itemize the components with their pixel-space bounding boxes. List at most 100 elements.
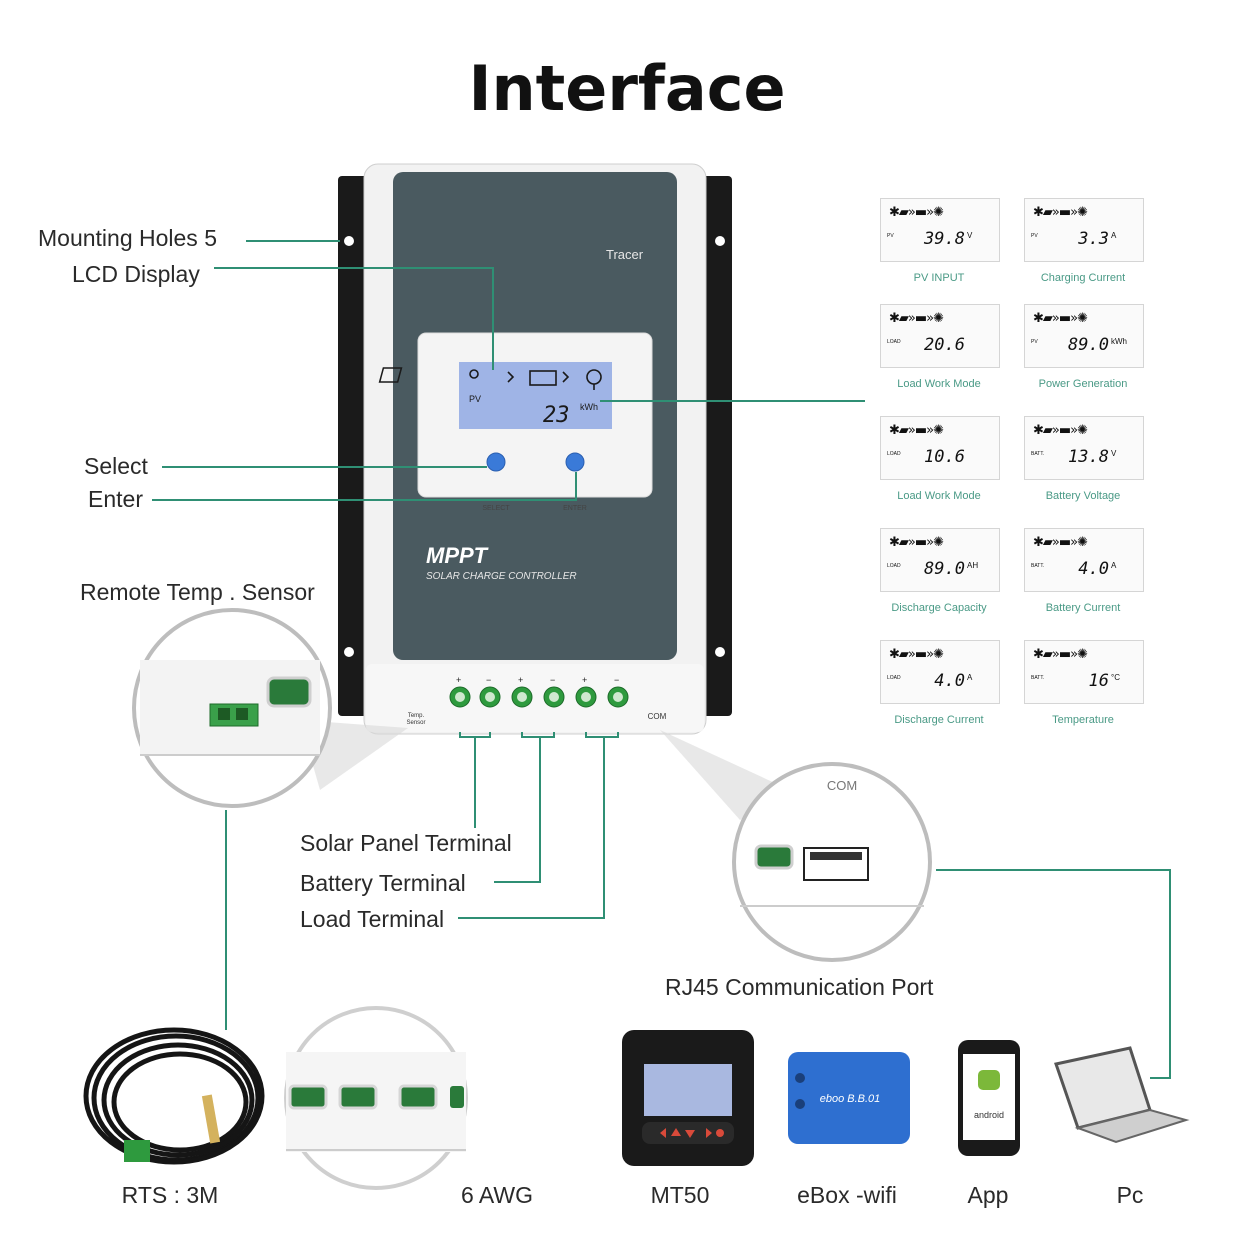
lcd-screen bbox=[459, 362, 612, 429]
lcd-panel-caption: Power Generation bbox=[1038, 378, 1128, 390]
lcd-panel: ✱▰»▬»✺ LOAD 89.0 AH bbox=[880, 528, 1000, 592]
terminal-polarity-sign: − bbox=[614, 675, 619, 685]
lcd-icons bbox=[378, 367, 602, 390]
com-zoom-label: COM bbox=[827, 778, 857, 793]
lcd-panel-icons: ✱▰»▬»✺ bbox=[889, 535, 944, 550]
lcd-main-value: 23 bbox=[543, 403, 570, 428]
lcd-panel-caption: PV INPUT bbox=[913, 272, 965, 284]
com-port-label: COM bbox=[648, 712, 667, 721]
lcd-panel-icons: ✱▰»▬»✺ bbox=[889, 205, 944, 220]
lcd-panel: ✱▰»▬»✺ LOAD 10.6 bbox=[880, 416, 1000, 480]
lcd-panel-tag: LOAD bbox=[887, 675, 901, 681]
temp-sensor-label-2: Sensor bbox=[406, 720, 425, 726]
lcd-panel-icons: ✱▰»▬»✺ bbox=[1033, 311, 1088, 326]
lcd-panel-value: 3.3 bbox=[1078, 229, 1109, 249]
lcd-panel-caption: Charging Current bbox=[1040, 272, 1126, 284]
terminal-screw-head bbox=[485, 692, 495, 702]
terminal-screw-head bbox=[549, 692, 559, 702]
lcd-panel-unit: A bbox=[967, 673, 973, 682]
terminal-polarity-sign: + bbox=[456, 675, 461, 685]
lcd-panel: ✱▰»▬»✺ BATT. 16 °C bbox=[1024, 640, 1144, 704]
lcd-panel-tag: PV bbox=[1031, 233, 1038, 239]
awg-label: 6 AWG bbox=[461, 1182, 533, 1208]
remote-temp-sensor-label: Remote Temp . Sensor bbox=[80, 579, 315, 605]
terminal-screw-head bbox=[581, 692, 591, 702]
lcd-panel: ✱▰»▬»✺ PV 39.8 V bbox=[880, 198, 1000, 262]
lcd-panel-unit: V bbox=[1111, 449, 1117, 458]
lcd-panel-icons: ✱▰»▬»✺ bbox=[1033, 647, 1088, 662]
lcd-panel-tag: BATT. bbox=[1031, 675, 1045, 681]
lcd-panel-icons: ✱▰»▬»✺ bbox=[1033, 535, 1088, 550]
lcd-panel-caption: Battery Current bbox=[1045, 602, 1121, 614]
model-label: MPPT bbox=[426, 543, 489, 568]
lcd-panel-caption: Load Work Mode bbox=[897, 490, 981, 502]
lcd-panel: ✱▰»▬»✺ LOAD 4.0 A bbox=[880, 640, 1000, 704]
lcd-panel-unit: A bbox=[1111, 561, 1117, 570]
lcd-panel-value: 20.6 bbox=[924, 335, 965, 355]
lcd-panel-unit: kWh bbox=[1111, 337, 1127, 346]
lcd-panel-tag: LOAD bbox=[887, 451, 901, 457]
ebox-label: eboo B.B.01 bbox=[820, 1093, 881, 1105]
lcd-display-label: LCD Display bbox=[72, 261, 200, 287]
select-button-shape bbox=[486, 452, 506, 472]
lcd-panel-icons: ✱▰»▬»✺ bbox=[889, 647, 944, 662]
subtitle-label: SOLAR CHARGE CONTROLLER bbox=[426, 571, 577, 582]
lcd-panel: ✱▰»▬»✺ LOAD 20.6 bbox=[880, 304, 1000, 368]
brand-label: Tracer bbox=[606, 247, 644, 262]
lcd-panel-unit: °C bbox=[1111, 673, 1120, 682]
terminal-polarity-sign: − bbox=[550, 675, 555, 685]
rj45-port-label: RJ45 Communication Port bbox=[665, 974, 934, 1000]
android-label: android bbox=[974, 1110, 1004, 1120]
lcd-panel-caption: Temperature bbox=[1052, 714, 1114, 726]
mounting-holes-label: Mounting Holes 5 bbox=[38, 225, 217, 251]
battery-terminal-label: Battery Terminal bbox=[300, 870, 466, 896]
terminal-block: +−+−+− bbox=[449, 675, 629, 708]
app-label: App bbox=[967, 1182, 1009, 1208]
lcd-panel-caption: Discharge Current bbox=[894, 714, 984, 726]
terminal-polarity-sign: + bbox=[582, 675, 587, 685]
select-button-label: SELECT bbox=[482, 505, 510, 512]
load-terminal-label: Load Terminal bbox=[300, 906, 445, 932]
lcd-panel-caption: Load Work Mode bbox=[897, 378, 981, 390]
solar-panel-terminal-label: Solar Panel Terminal bbox=[300, 830, 512, 856]
lcd-pv-tag: PV bbox=[469, 394, 481, 404]
temp-sensor-label-1: Temp. bbox=[408, 713, 425, 719]
lcd-panel: ✱▰»▬»✺ BATT. 4.0 A bbox=[1024, 528, 1144, 592]
lcd-panel-caption: Discharge Capacity bbox=[891, 602, 987, 614]
laptop-base bbox=[1074, 1108, 1190, 1144]
lcd-panel-icons: ✱▰»▬»✺ bbox=[1033, 205, 1088, 220]
lcd-panel-value: 89.0 bbox=[924, 559, 965, 579]
enter-button-shape bbox=[565, 452, 585, 472]
lcd-panel-unit: A bbox=[1111, 231, 1117, 240]
lcd-panel-tag: PV bbox=[1031, 339, 1038, 345]
lcd-panel-tag: BATT. bbox=[1031, 563, 1045, 569]
lcd-panel-value: 39.8 bbox=[924, 229, 965, 249]
temp-sensor-connector bbox=[209, 703, 259, 727]
lcd-unit: kWh bbox=[580, 402, 598, 412]
lcd-panel-tag: LOAD bbox=[887, 339, 901, 345]
lcd-panel-value: 16 bbox=[1088, 671, 1109, 691]
lcd-panel-tag: BATT. bbox=[1031, 451, 1045, 457]
terminal-screw-head bbox=[613, 692, 623, 702]
lcd-panel-tag: LOAD bbox=[887, 563, 901, 569]
lcd-panel-icons: ✱▰»▬»✺ bbox=[889, 311, 944, 326]
mt50-label: MT50 bbox=[650, 1182, 710, 1208]
rts-probe bbox=[201, 1094, 221, 1144]
rts-cable-coil bbox=[83, 1027, 265, 1165]
mounting-hole-tl bbox=[344, 236, 354, 246]
terminal-screw-head bbox=[455, 692, 465, 702]
enter-button-label: ENTER bbox=[563, 505, 587, 512]
mounting-hole-tr bbox=[715, 236, 725, 246]
ebox-device bbox=[788, 1052, 910, 1144]
terminal-polarity-sign: − bbox=[486, 675, 491, 685]
page-title: Interface bbox=[468, 52, 786, 125]
rts-label: RTS : 3M bbox=[121, 1182, 219, 1208]
leader-lines bbox=[152, 240, 1171, 1079]
lcd-panel-value: 89.0 bbox=[1068, 335, 1109, 355]
lcd-panel-unit: AH bbox=[967, 561, 979, 570]
lcd-panel: ✱▰»▬»✺ PV 3.3 A bbox=[1024, 198, 1144, 262]
mounting-hole-br bbox=[715, 647, 725, 657]
ebox-wifi-label: eBox -wifi bbox=[797, 1182, 897, 1208]
lcd-panel-value: 13.8 bbox=[1068, 447, 1109, 467]
